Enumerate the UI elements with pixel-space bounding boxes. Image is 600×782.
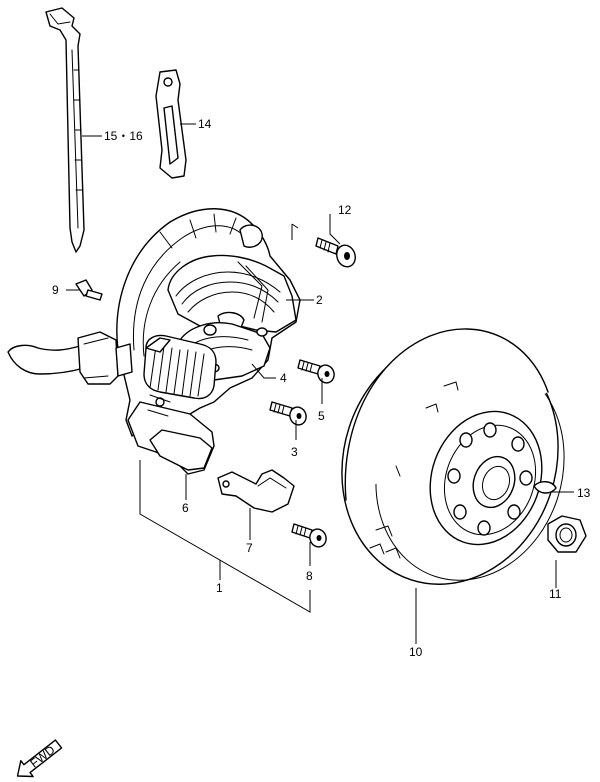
callout-5: 5 bbox=[318, 409, 325, 423]
callout-13: 13 bbox=[577, 486, 591, 500]
callout-11: 11 bbox=[549, 587, 562, 601]
callout-7: 7 bbox=[246, 541, 253, 555]
callout-15-16: 15・16 bbox=[104, 129, 143, 143]
woodruff-key bbox=[533, 481, 557, 494]
coil-upper bbox=[167, 254, 297, 333]
callout-labels: 15・16 14 12 9 2 4 5 3 6 7 8 1 10 11 13 bbox=[52, 117, 591, 659]
screw-3 bbox=[269, 401, 307, 426]
screw-5 bbox=[297, 359, 335, 384]
screw-8 bbox=[291, 523, 327, 548]
nut bbox=[547, 515, 587, 553]
leader-lines bbox=[66, 123, 574, 644]
callout-6: 6 bbox=[182, 501, 189, 515]
callout-2: 2 bbox=[316, 293, 323, 307]
screw-12 bbox=[315, 237, 356, 268]
callout-9: 9 bbox=[52, 283, 59, 297]
wire-grommet bbox=[7, 331, 133, 385]
callout-14: 14 bbox=[198, 117, 212, 131]
fwd-arrow: FWD bbox=[16, 739, 63, 778]
callout-3: 3 bbox=[291, 445, 298, 459]
cover-plate bbox=[217, 469, 295, 513]
coil-lower bbox=[143, 334, 217, 400]
cable-tie bbox=[45, 7, 85, 253]
callout-1: 1 bbox=[216, 581, 223, 595]
callout-4: 4 bbox=[280, 371, 287, 385]
callout-8: 8 bbox=[306, 569, 313, 583]
clamp bbox=[155, 69, 187, 179]
screw-9 bbox=[75, 279, 103, 301]
callout-12: 12 bbox=[338, 203, 352, 217]
flywheel-rotor bbox=[341, 328, 565, 585]
callout-10: 10 bbox=[409, 645, 423, 659]
